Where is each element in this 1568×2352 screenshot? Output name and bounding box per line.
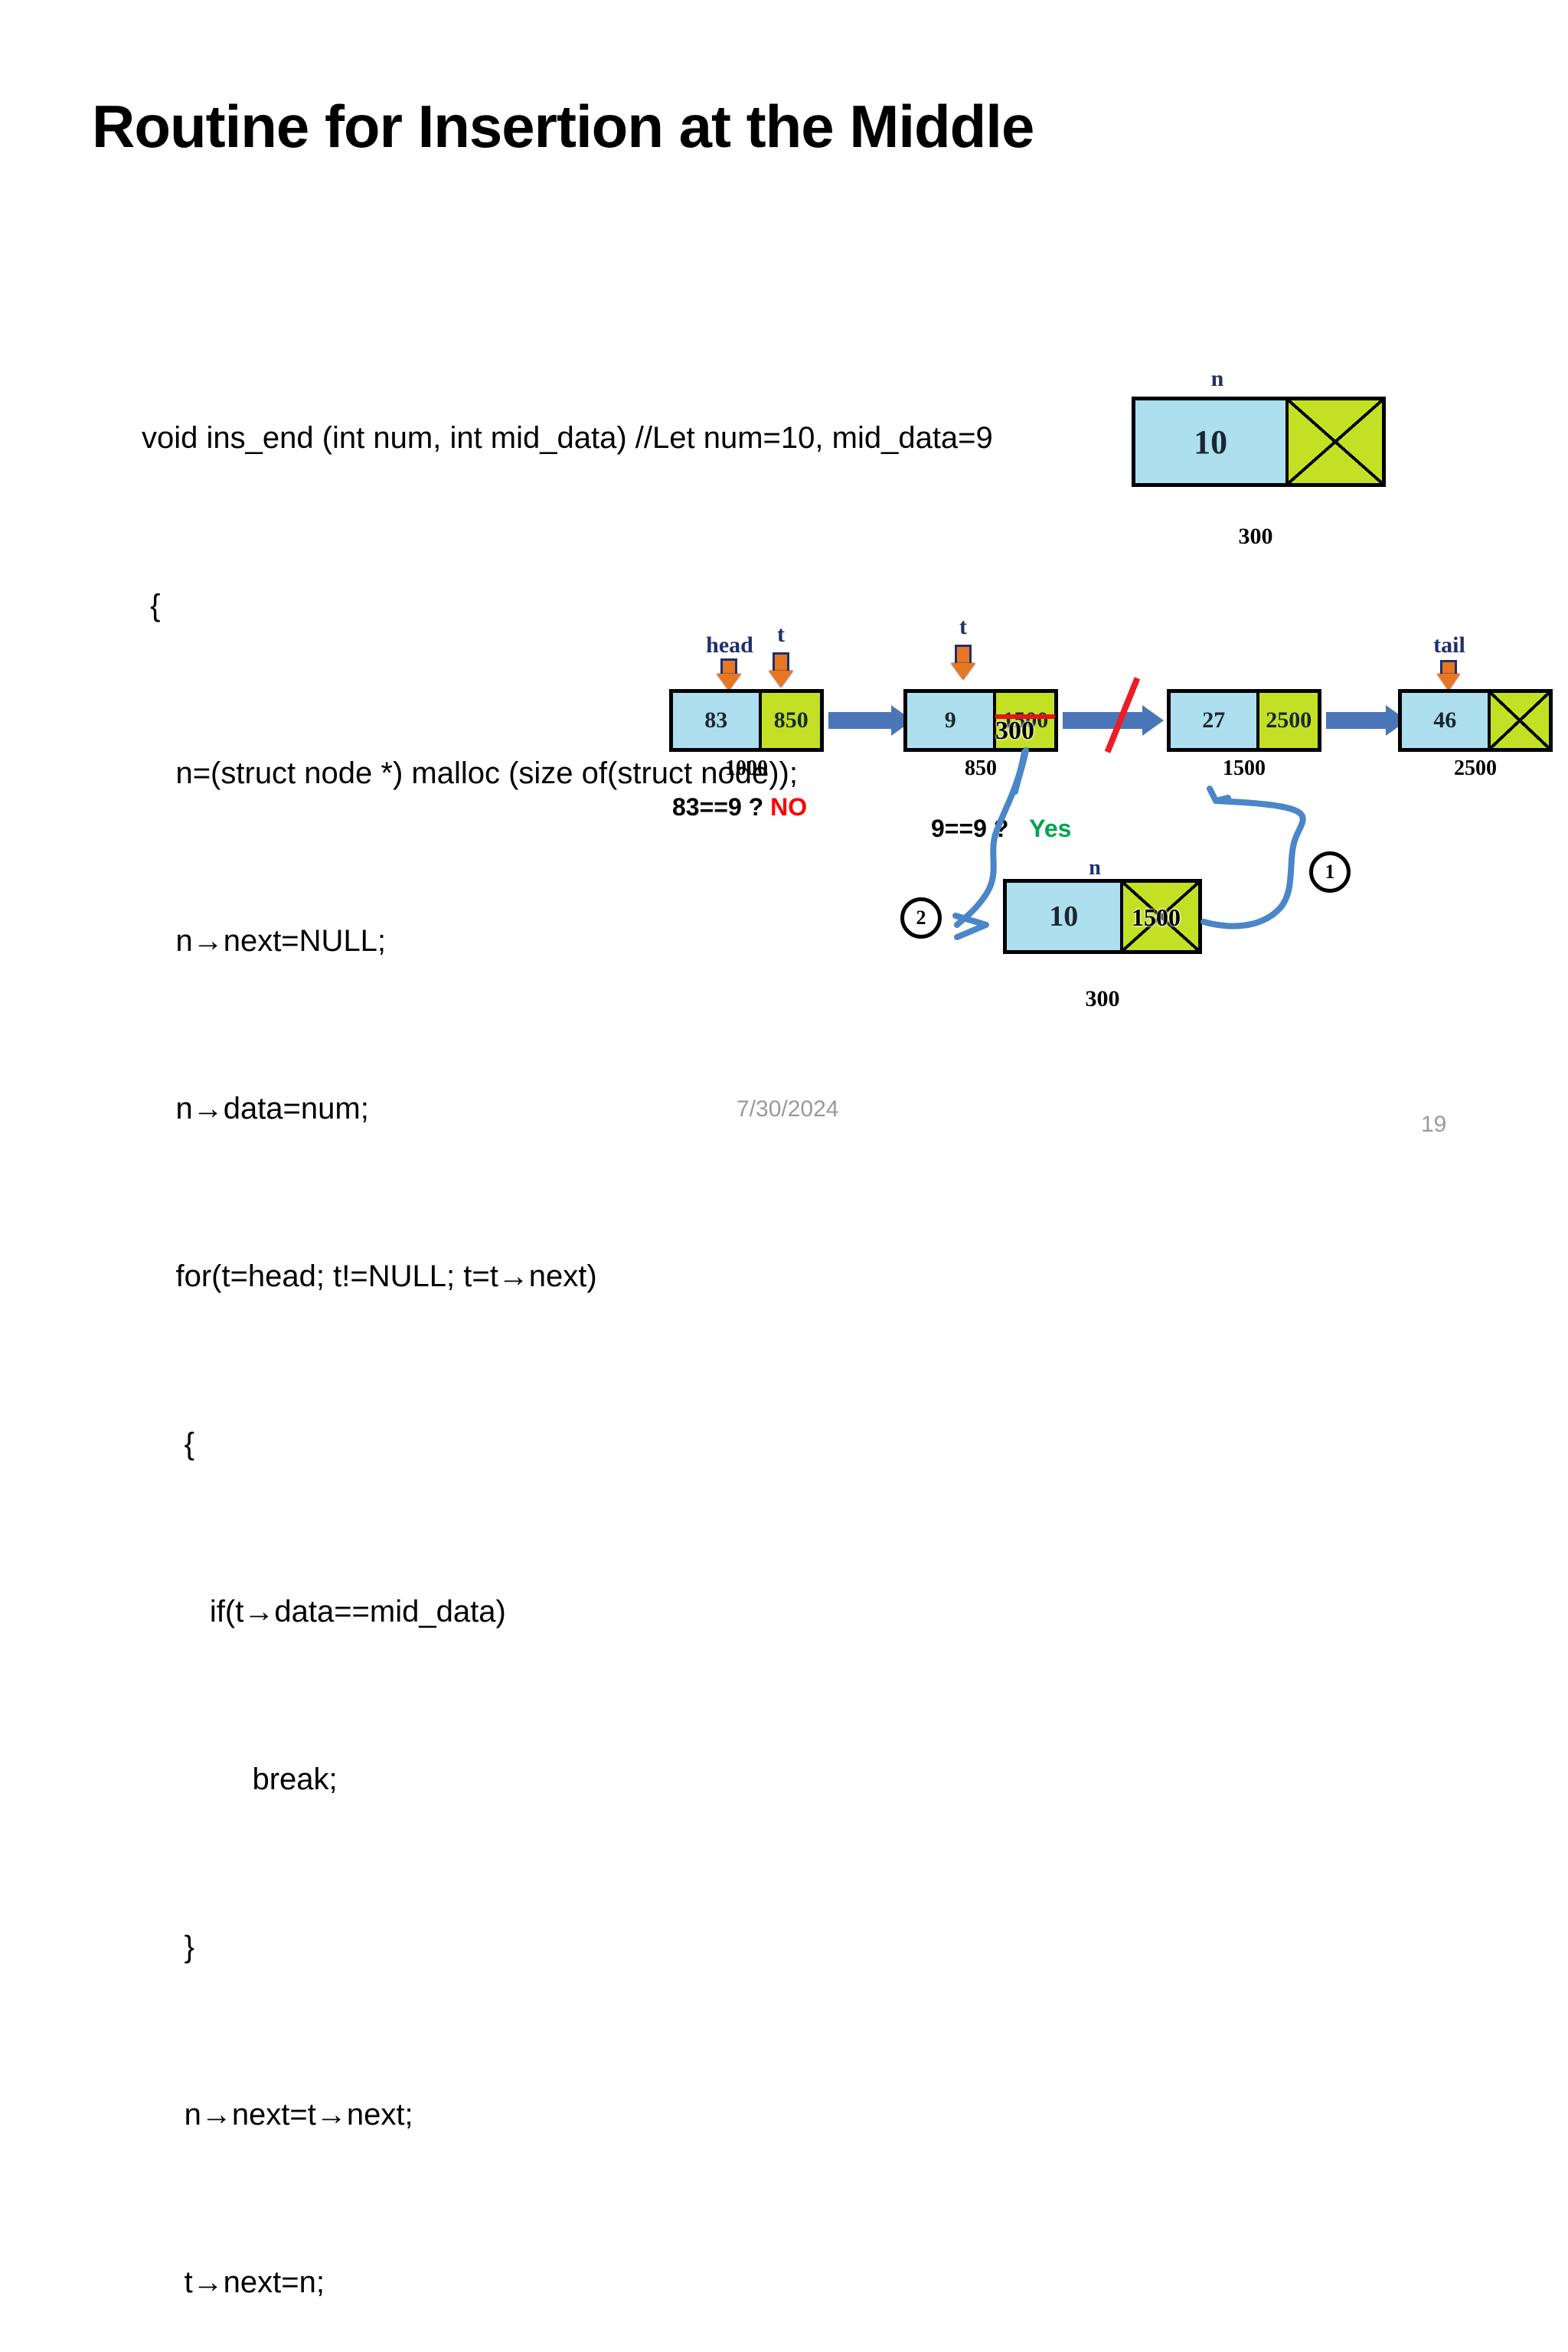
t-label-2: t (959, 614, 967, 639)
comparison-1: 83==9 ? NO (672, 793, 807, 822)
list-node-3-next-cell: 2500 (1256, 693, 1318, 748)
link-arrow-3-4 (1326, 712, 1387, 729)
list-node-4: 46 (1398, 689, 1553, 752)
link-arrow-1-2 (828, 712, 893, 729)
list-node-2-next-cell: 1500 (993, 693, 1054, 748)
new-node-bottom-pointer-label: n (1089, 856, 1101, 880)
slide-canvas: Routine for Insertion at the Middle void… (0, 0, 1568, 1176)
list-node-2-address: 850 (965, 756, 997, 780)
link-arrow-2-3 (1063, 712, 1144, 729)
slide-date: 7/30/2024 (737, 1096, 839, 1122)
code-line: for(t=head; t!=NULL; t=t→next) (142, 1259, 597, 1293)
list-node-1: 83 850 (669, 689, 824, 752)
list-node-4-next-cell-null (1488, 693, 1549, 748)
code-line: n→next=NULL; (142, 924, 387, 958)
new-node-top: 10 (1132, 397, 1386, 487)
list-node-2-next-strikethrough (995, 714, 1055, 719)
t-label-1: t (777, 622, 785, 647)
code-line: n→data=num; (142, 1092, 369, 1125)
tail-label: tail (1433, 632, 1465, 658)
list-node-4-data-cell: 46 (1402, 693, 1488, 748)
step-marker-1: 1 (1309, 851, 1351, 893)
list-node-1-address: 1000 (725, 756, 768, 780)
new-node-top-pointer-label: n (1210, 366, 1224, 391)
page-title: Routine for Insertion at the Middle (92, 93, 1034, 160)
new-node-bottom-next-cell-null (1120, 883, 1198, 950)
list-node-2-next-overwrite: 300 (995, 717, 1034, 745)
comparison-1-expr: 83==9 ? (672, 793, 764, 821)
comparison-2-result: Yes (1029, 815, 1072, 842)
slide-page-number: 19 (1421, 1112, 1447, 1137)
comparison-2: 9==9 ? Yes (931, 815, 1071, 843)
comparison-2-expr: 9==9 ? (931, 815, 1009, 842)
comparison-1-result: NO (770, 793, 808, 821)
code-line: void ins_end (int num, int mid_data) //L… (142, 421, 993, 455)
list-node-2: 9 1500 (903, 689, 1058, 752)
new-node-top-next-cell-null (1285, 400, 1382, 483)
code-line: n→next=t→next; (142, 2098, 413, 2132)
new-node-bottom-address: 300 (1085, 986, 1120, 1011)
list-node-4-address: 2500 (1454, 756, 1497, 780)
new-node-top-data-cell: 10 (1135, 400, 1286, 483)
list-node-1-data-cell: 83 (673, 693, 760, 748)
list-node-3: 27 2500 (1167, 689, 1321, 752)
step-marker-2: 2 (900, 897, 942, 939)
head-label: head (706, 632, 753, 658)
code-line: break; (142, 1762, 338, 1796)
list-node-2-data-cell: 9 (907, 693, 994, 748)
new-node-top-address: 300 (1238, 524, 1273, 549)
list-node-1-next-cell: 850 (759, 693, 820, 748)
list-node-3-data-cell: 27 (1171, 693, 1257, 748)
new-node-bottom-data-cell: 10 (1007, 883, 1121, 950)
code-block: void ins_end (int num, int mid_data) //L… (142, 299, 993, 2352)
list-node-3-address: 1500 (1223, 756, 1266, 780)
code-line: } (142, 1930, 194, 1964)
new-node-bottom-next-overwrite: 1500 (1132, 903, 1181, 931)
code-line: { (142, 1427, 194, 1461)
code-line: t→next=n; (142, 2265, 325, 2299)
code-line: { (142, 589, 161, 622)
code-line: if(t→data==mid_data) (142, 1595, 506, 1628)
code-line: n=(struct node *) malloc (size of(struct… (142, 756, 798, 790)
